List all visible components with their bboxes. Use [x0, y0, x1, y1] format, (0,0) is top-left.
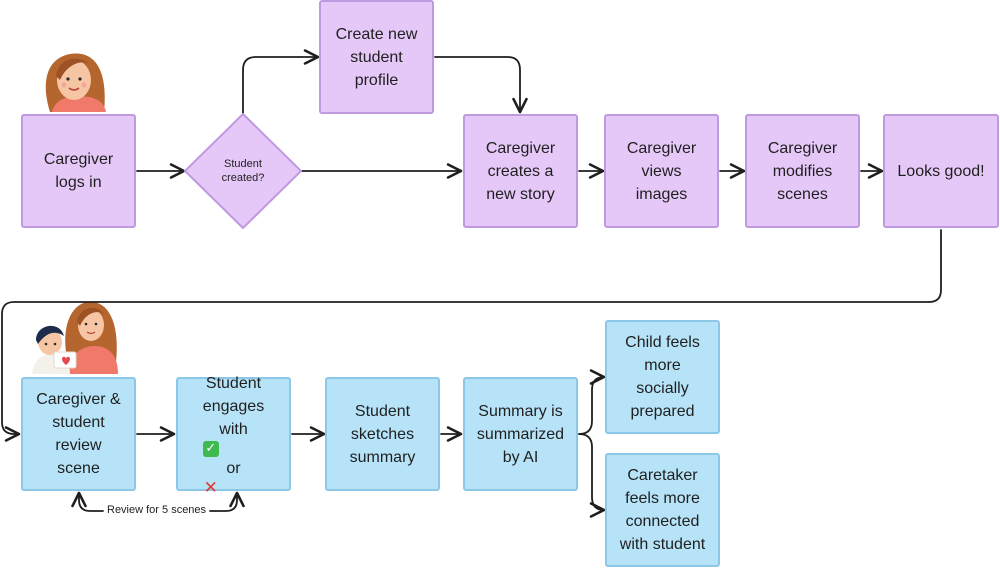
decision-label: Student created?	[221, 158, 265, 184]
create-story-node: Caregiver creates a new story	[463, 114, 578, 228]
edge-summarized-to-child-feels	[578, 369, 606, 435]
child-feels-label: Child feels more socially prepared	[625, 334, 700, 420]
caregiver-child-avatar-icon	[32, 301, 118, 374]
check-mark-icon: ✓	[202, 441, 219, 457]
edge-decision-to-create-profile	[242, 49, 320, 114]
create-student-profile-node: Create new student profile	[319, 0, 434, 114]
modifies-scenes-label: Caregiver modifies scenes	[767, 139, 838, 203]
student-engages-line3: with ✓ or ✕	[202, 418, 264, 498]
edge-summarized-to-caretaker-feels	[578, 433, 606, 518]
student-engages-line1: Student	[205, 375, 262, 392]
caregiver-logs-in-node: Caregiver logs in	[21, 114, 136, 228]
student-sketches-node: Student sketches summary	[325, 377, 440, 491]
review-scene-node: Caregiver & student review scene	[21, 377, 136, 491]
student-engages-line2: engages	[202, 398, 265, 415]
decision-diamond	[184, 113, 302, 229]
edge-looks-good-to-review-scene	[1, 229, 942, 442]
summarized-by-ai-node: Summary is summarized by AI	[463, 377, 578, 491]
summarized-by-ai-label: Summary is summarized by AI	[476, 402, 565, 466]
student-engages-node: Student engages with ✓ or ✕	[176, 375, 291, 497]
create-student-profile-label: Create new student profile	[335, 25, 418, 89]
engages-with-text: with	[219, 421, 248, 438]
edge-create-profile-to-create-story	[434, 56, 528, 114]
views-images-label: Caregiver views images	[626, 139, 697, 203]
child-feels-node: Child feels more socially prepared	[605, 320, 720, 434]
modifies-scenes-node: Caregiver modifies scenes	[745, 114, 860, 228]
create-story-label: Caregiver creates a new story	[485, 139, 556, 203]
review-scene-label: Caregiver & student review scene	[36, 391, 121, 477]
caretaker-feels-label: Caretaker feels more connected with stud…	[619, 467, 706, 553]
engages-or-text: or	[226, 460, 241, 477]
cross-mark-icon: ✕	[203, 478, 218, 498]
looks-good-label: Looks good!	[897, 162, 985, 180]
student-sketches-label: Student sketches summary	[349, 402, 416, 466]
caregiver-logs-in-label: Caregiver logs in	[43, 151, 114, 191]
review-loop-label: Review for 5 scenes	[104, 504, 210, 516]
review-loop-arrow-right	[209, 491, 245, 512]
looks-good-node: Looks good!	[883, 114, 999, 228]
review-loop-arrow	[71, 491, 104, 512]
views-images-node: Caregiver views images	[604, 114, 719, 228]
caretaker-feels-node: Caretaker feels more connected with stud…	[605, 453, 720, 567]
student-engages-text: Student engages with ✓ or ✕	[202, 372, 265, 498]
woman-avatar-icon	[45, 53, 106, 112]
